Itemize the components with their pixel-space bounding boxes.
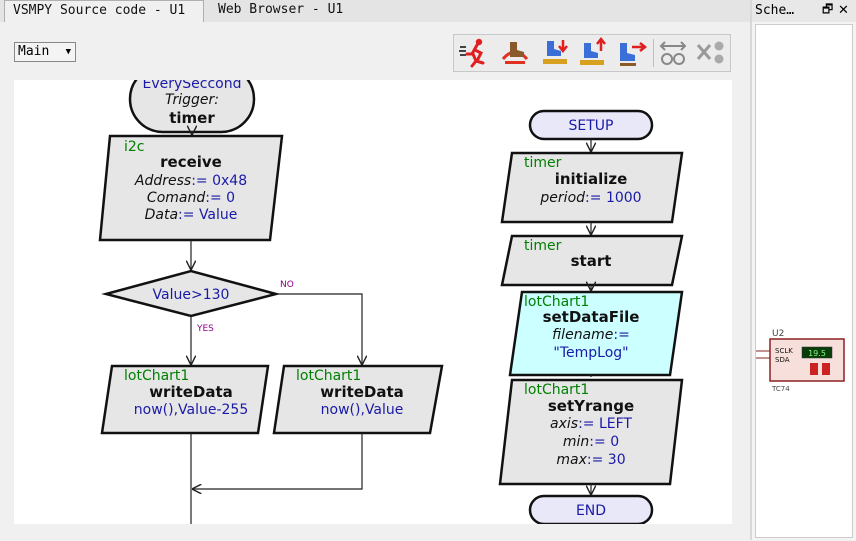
step-out-icon[interactable] bbox=[576, 36, 610, 69]
set-yrange-block[interactable]: lotChart1 setYrange axis:= LEFT min:= 0 … bbox=[498, 378, 684, 486]
schematic-panel-title: Sche… bbox=[755, 3, 795, 18]
pin-sda: SDA bbox=[775, 356, 790, 364]
delete-icon[interactable] bbox=[694, 37, 728, 69]
event-trigger-label: Trigger: bbox=[165, 92, 219, 108]
receive-method: receive bbox=[160, 153, 222, 171]
timer-initialize-block[interactable]: timer initialize period:= 1000 bbox=[500, 151, 684, 224]
end-block[interactable]: END bbox=[528, 494, 654, 524]
component-ref: U2 bbox=[772, 329, 784, 339]
yrange-param-axis: axis:= LEFT bbox=[550, 416, 632, 432]
write-left-device: lotChart1 bbox=[124, 368, 189, 384]
schematic-canvas[interactable]: U2 SCLK SDA 19.5 TC74 bbox=[755, 24, 853, 538]
decision-condition: Value>130 bbox=[153, 287, 230, 303]
init-method: initialize bbox=[555, 170, 628, 188]
datafile-param-value: "TempLog" bbox=[553, 345, 628, 361]
receive-param-data: Data:= Value bbox=[145, 207, 238, 223]
routine-select-value: Main bbox=[18, 44, 50, 59]
flowchart-toolbar bbox=[453, 34, 731, 72]
datafile-method: setDataFile bbox=[543, 308, 640, 326]
run-icon[interactable] bbox=[456, 37, 490, 69]
component-part: TC74 bbox=[771, 385, 790, 393]
restore-icon[interactable]: 🗗 bbox=[822, 2, 834, 16]
datafile-param-name: filename:= bbox=[552, 327, 630, 343]
event-trigger-value: timer bbox=[169, 109, 215, 127]
tc74-component[interactable]: U2 SCLK SDA 19.5 TC74 bbox=[756, 329, 845, 393]
setup-block[interactable]: SETUP bbox=[528, 109, 654, 141]
init-device: timer bbox=[524, 155, 562, 171]
event-block[interactable]: EverySeccond Trigger: timer bbox=[128, 80, 256, 134]
timer-start-block[interactable]: timer start bbox=[500, 234, 684, 287]
editor-tab-bar: VSMPY Source code - U1 Web Browser - U1 bbox=[0, 0, 750, 23]
datafile-device: lotChart1 bbox=[524, 294, 589, 310]
receive-param-comand: Comand:= 0 bbox=[147, 190, 235, 206]
receive-device-label: i2c bbox=[124, 139, 145, 155]
yrange-method: setYrange bbox=[548, 397, 634, 415]
schematic-panel-header: Sche… 🗗 ✕ bbox=[752, 0, 856, 23]
swap-icon[interactable] bbox=[657, 37, 691, 69]
tab-web-browser[interactable]: Web Browser - U1 bbox=[218, 2, 344, 17]
write-data-right-block[interactable]: lotChart1 writeData now(),Value bbox=[272, 364, 444, 435]
temperature-display: 19.5 bbox=[808, 349, 826, 358]
yrange-param-max: max:= 30 bbox=[556, 452, 625, 468]
pin-sclk: SCLK bbox=[775, 347, 793, 355]
write-data-left-block[interactable]: lotChart1 writeData now(),Value-255 bbox=[100, 364, 270, 435]
write-right-device: lotChart1 bbox=[296, 368, 361, 384]
setup-label: SETUP bbox=[569, 118, 614, 134]
write-left-method: writeData bbox=[149, 383, 233, 401]
step-into-icon[interactable] bbox=[538, 37, 572, 69]
panel-splitter[interactable] bbox=[750, 0, 752, 540]
init-param-period: period:= 1000 bbox=[539, 190, 641, 206]
end-label: END bbox=[576, 503, 606, 519]
tab-source-code[interactable]: VSMPY Source code - U1 bbox=[4, 0, 204, 23]
chevron-down-icon: ▼ bbox=[65, 47, 71, 57]
start-device: timer bbox=[524, 238, 562, 254]
write-left-args: now(),Value-255 bbox=[134, 402, 248, 418]
decision-block[interactable]: Value>130 bbox=[101, 269, 281, 318]
start-method: start bbox=[571, 252, 612, 270]
toolbar-divider bbox=[653, 39, 654, 67]
write-right-method: writeData bbox=[320, 383, 404, 401]
schematic-panel: U2 SCLK SDA 19.5 TC74 bbox=[752, 22, 856, 540]
close-icon[interactable]: ✕ bbox=[838, 3, 849, 18]
yrange-device: lotChart1 bbox=[524, 382, 589, 398]
i2c-receive-block[interactable]: i2c receive Address:= 0x48 Comand:= 0 Da… bbox=[98, 134, 284, 242]
write-right-args: now(),Value bbox=[321, 402, 404, 418]
yrange-param-min: min:= 0 bbox=[563, 434, 619, 450]
routine-select[interactable]: Main ▼ bbox=[14, 42, 76, 62]
flowchart-canvas[interactable]: EverySeccond Trigger: timer i2c receive … bbox=[14, 80, 732, 524]
receive-param-address: Address:= 0x48 bbox=[134, 173, 247, 189]
branch-no-label: NO bbox=[280, 280, 294, 290]
branch-yes-label: YES bbox=[196, 324, 214, 334]
boot-icon[interactable] bbox=[498, 37, 532, 69]
event-title: EverySeccond bbox=[142, 80, 241, 92]
set-data-file-block[interactable]: lotChart1 setDataFile filename:= "TempLo… bbox=[508, 290, 684, 377]
step-over-icon[interactable] bbox=[614, 37, 648, 69]
